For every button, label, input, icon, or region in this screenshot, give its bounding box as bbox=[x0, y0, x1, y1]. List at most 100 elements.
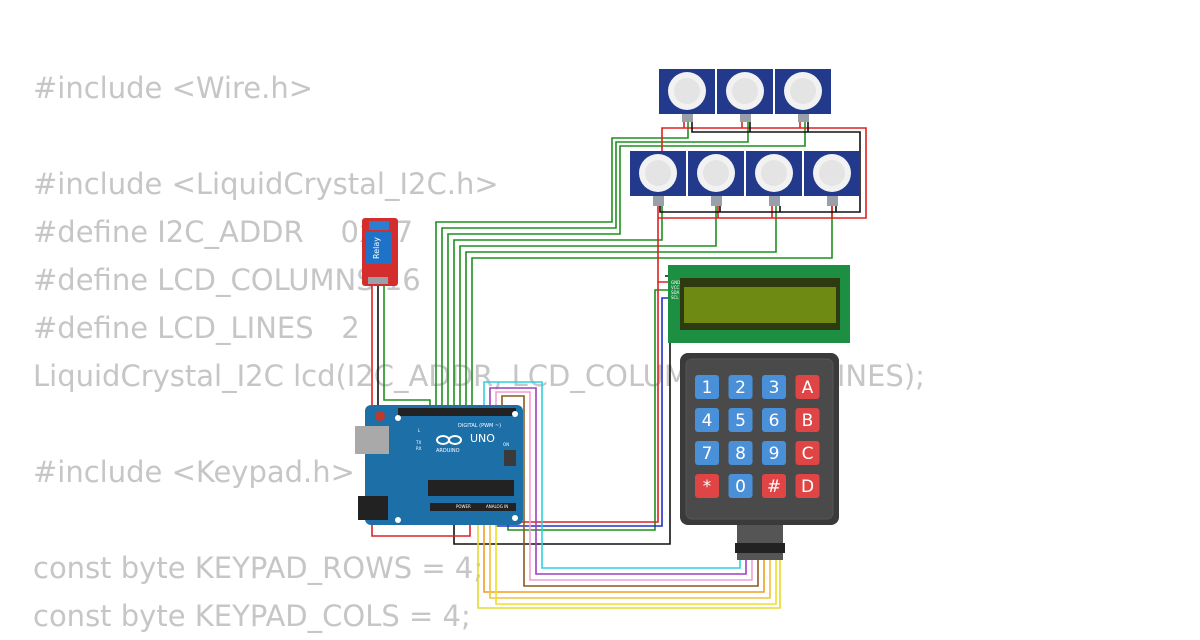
keypad-key-label: D bbox=[801, 477, 814, 497]
code-line: #define I2C_ADDR 0x27 bbox=[33, 215, 414, 249]
code-line: #include <Keypad.h> bbox=[33, 455, 355, 489]
lcd-pin-gnd: GND bbox=[671, 280, 680, 285]
wire-relay-green bbox=[383, 284, 431, 410]
keypad-key-label: 0 bbox=[735, 477, 746, 497]
code-line: #include <LiquidCrystal_I2C.h> bbox=[33, 167, 499, 201]
keypad-key-face bbox=[728, 408, 753, 432]
keypad-key-face bbox=[762, 441, 786, 465]
code-line: const byte KEYPAD_COLS = 4; bbox=[33, 599, 471, 633]
lcd-display[interactable]: GND VCC SDA SCL bbox=[668, 265, 850, 343]
keypad-key-face bbox=[695, 474, 719, 498]
keypad-key-face bbox=[795, 441, 820, 465]
wire-green-pir1 bbox=[435, 122, 689, 410]
keypad-keys: 1 2 3 A 4 5 6 B 7 8 9 C * 0 # D bbox=[695, 375, 820, 498]
arduino-rx-label: RX bbox=[416, 446, 422, 451]
arduino-l-label: L bbox=[418, 428, 421, 433]
keypad-key-label: 8 bbox=[735, 444, 746, 464]
wire-keypad-yellow1 bbox=[495, 512, 777, 605]
arduino-digital-label: DIGITAL (PWM ~) bbox=[458, 423, 501, 429]
keypad-key-label: 7 bbox=[702, 444, 713, 464]
keypad-key-face bbox=[695, 408, 719, 432]
keypad-key-face bbox=[728, 375, 753, 399]
wire-keypad-orange2 bbox=[489, 512, 771, 599]
arduino-on-label: ON bbox=[503, 442, 509, 447]
keypad-key-label: 1 bbox=[702, 378, 713, 398]
keypad-key-face bbox=[728, 474, 753, 498]
keypad-key-face bbox=[695, 375, 719, 399]
arduino-logo-icon bbox=[448, 435, 462, 445]
keypad-key[interactable]: B bbox=[795, 408, 820, 432]
wire-keypad-cyan bbox=[483, 381, 741, 569]
wire-green-pir3 bbox=[447, 122, 806, 410]
keypad-key-face bbox=[762, 474, 786, 498]
pir-sensor[interactable] bbox=[688, 151, 744, 206]
arduino-brand-label: ARDUINO bbox=[436, 448, 460, 454]
keypad-key[interactable]: 9 bbox=[762, 441, 786, 465]
keypad-key[interactable]: A bbox=[795, 375, 820, 399]
keypad-key[interactable]: 4 bbox=[695, 408, 719, 432]
keypad-key-label: 4 bbox=[702, 411, 713, 431]
code-line: #include <Wire.h> bbox=[33, 71, 314, 105]
keypad-key-label: C bbox=[802, 444, 814, 464]
wire-green-pir2 bbox=[441, 122, 749, 410]
keypad-key[interactable]: 6 bbox=[762, 408, 786, 432]
arduino-power-label: POWER bbox=[456, 504, 471, 509]
keypad-key-face bbox=[795, 474, 820, 498]
pir-sensor[interactable] bbox=[630, 151, 686, 206]
relay-label: Relay bbox=[372, 237, 381, 259]
relay-module[interactable]: Relay bbox=[362, 218, 398, 286]
keypad-key[interactable]: * bbox=[695, 474, 719, 498]
arduino-analog-label: ANALOG IN bbox=[486, 504, 508, 509]
keypad-key[interactable]: 2 bbox=[728, 375, 753, 399]
keypad-key-label: * bbox=[703, 477, 712, 497]
lcd-pin-scl: SCL bbox=[671, 295, 679, 300]
pir-sensor[interactable] bbox=[717, 69, 773, 122]
keypad-key[interactable]: 1 bbox=[695, 375, 719, 399]
lcd-pin-vcc: VCC bbox=[671, 285, 680, 290]
pir-sensor[interactable] bbox=[659, 69, 715, 122]
keypad-key-face bbox=[728, 441, 753, 465]
keypad-key-label: 6 bbox=[769, 411, 780, 431]
keypad-key-face bbox=[762, 375, 786, 399]
keypad-key-face bbox=[762, 408, 786, 432]
keypad-key[interactable]: D bbox=[795, 474, 820, 498]
wire-keypad-pink bbox=[495, 391, 753, 581]
keypad[interactable]: 1 2 3 A 4 5 6 B 7 8 9 C * 0 # D bbox=[680, 353, 839, 560]
keypad-key[interactable]: 7 bbox=[695, 441, 719, 465]
wire-keypad-purple bbox=[489, 387, 747, 575]
keypad-key[interactable]: 0 bbox=[728, 474, 753, 498]
keypad-key[interactable]: 3 bbox=[762, 375, 786, 399]
wire-green-pir7 bbox=[471, 206, 833, 410]
pir-sensor[interactable] bbox=[775, 69, 831, 122]
arduino-uno[interactable]: DIGITAL (PWM ~) UNO ARDUINO ON L TX RX P… bbox=[355, 405, 523, 525]
wire-relay-black bbox=[377, 284, 384, 413]
keypad-key-face bbox=[795, 375, 820, 399]
keypad-key-face bbox=[795, 408, 820, 432]
wire-green-lcd bbox=[507, 289, 668, 531]
arduino-model-label: UNO bbox=[470, 432, 495, 445]
lcd-pin-sda: SDA bbox=[671, 290, 680, 295]
keypad-key-face bbox=[695, 441, 719, 465]
code-line: #define LCD_COLUMNS 16 bbox=[33, 263, 421, 297]
keypad-key[interactable]: 5 bbox=[728, 408, 753, 432]
wire-green-pir4 bbox=[453, 206, 663, 410]
keypad-key[interactable]: 8 bbox=[728, 441, 753, 465]
keypad-key[interactable]: C bbox=[795, 441, 820, 465]
keypad-key-label: 2 bbox=[735, 378, 746, 398]
arduino-tx-label: TX bbox=[415, 440, 421, 445]
pir-sensor[interactable] bbox=[746, 151, 802, 206]
keypad-key-label: 9 bbox=[769, 444, 780, 464]
wire-green-pir6 bbox=[465, 206, 777, 410]
keypad-key[interactable]: # bbox=[762, 474, 786, 498]
code-line: #define LCD_LINES 2 bbox=[33, 311, 360, 345]
wire-keypad-brown bbox=[501, 395, 759, 587]
keypad-key-label: # bbox=[767, 477, 781, 497]
pir-sensor[interactable] bbox=[804, 151, 860, 206]
keypad-key-label: 3 bbox=[769, 378, 780, 398]
wire-keypad-yellow2 bbox=[477, 512, 781, 609]
keypad-key-label: B bbox=[802, 411, 814, 431]
keypad-key-label: 5 bbox=[735, 411, 746, 431]
keypad-key-label: A bbox=[802, 378, 814, 398]
wire-keypad-orange1 bbox=[483, 512, 765, 593]
